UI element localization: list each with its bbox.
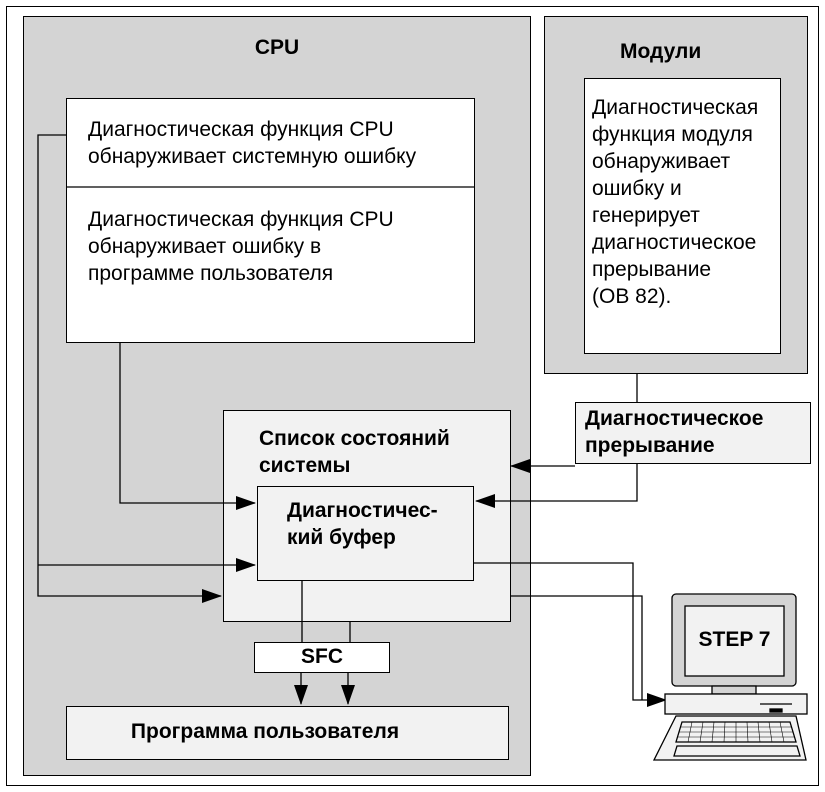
user-program-label: Программа пользователя xyxy=(130,720,400,743)
pg-label: STEP 7 xyxy=(698,628,771,651)
sfc-box xyxy=(254,642,390,673)
sfc-label: SFC xyxy=(301,645,343,668)
diagnostic-buffer-label: Диагностичес- кий буфер xyxy=(287,499,438,549)
pg-computer-icon xyxy=(652,593,808,761)
diagnostic-interrupt-box xyxy=(575,402,811,464)
status-list-to-pg-line xyxy=(511,595,643,700)
diagnostic-interrupt-label: Диагностическое прерывание xyxy=(585,407,764,457)
cpu-title: CPU xyxy=(254,36,300,59)
system-error-to-status-list-line xyxy=(37,134,222,603)
buffer-to-pg-line xyxy=(474,562,667,707)
user-program-box xyxy=(66,706,509,760)
cpu-system-error-text: Диагностическая функция CPU обнаруживает… xyxy=(88,118,417,168)
module-diagnostic-box xyxy=(584,78,781,354)
cpu-program-error-text: Диагностическая функция CPU обнаруживает… xyxy=(88,208,394,285)
system-status-list-label: Список состояний системы xyxy=(259,427,450,477)
cpu-diagnostic-box xyxy=(66,98,475,343)
module-diagnostic-text: Диагностическая функция модуля обнаружив… xyxy=(592,96,759,308)
diagnostic-buffer-box xyxy=(257,486,474,581)
modules-title: Модули xyxy=(620,40,702,63)
program-error-to-buffer-line xyxy=(119,343,256,510)
interrupt-to-buffer-line xyxy=(475,464,638,508)
